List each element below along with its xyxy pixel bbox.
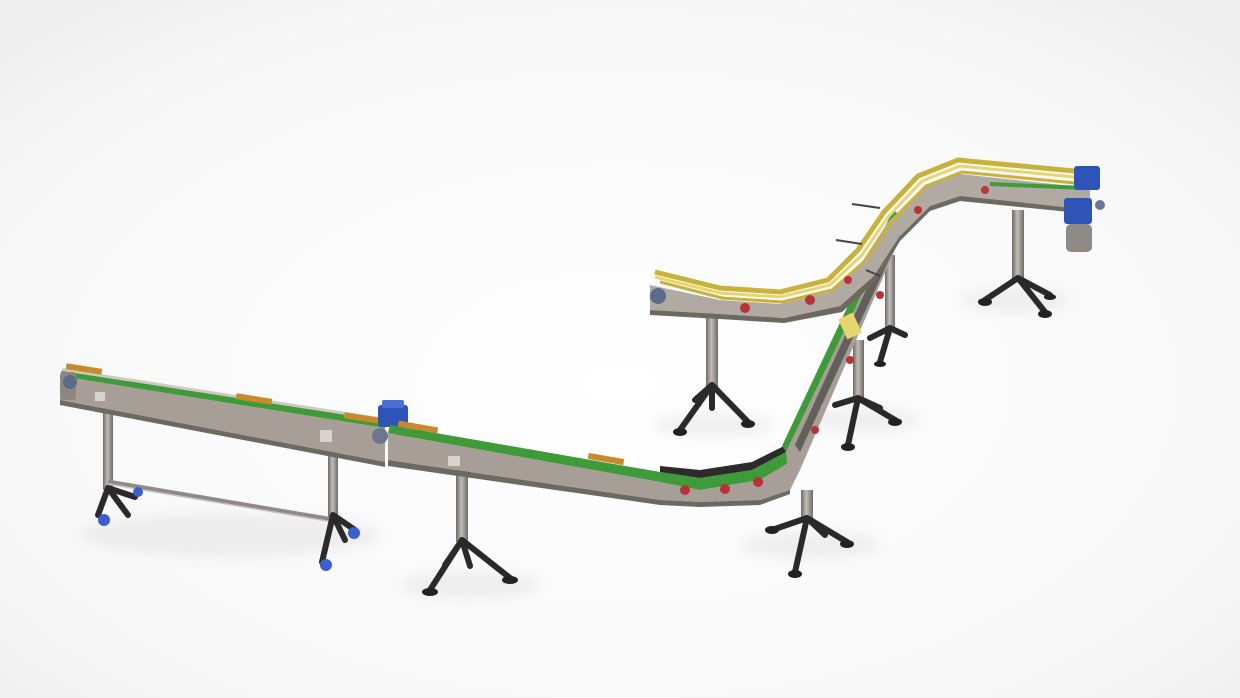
leg-stand-left [95, 395, 360, 571]
red-fastener [680, 485, 690, 495]
red-fastener [720, 484, 730, 494]
conveyor-upper-scurve [650, 157, 1090, 323]
red-fastener [846, 356, 854, 364]
roller-section [587, 452, 625, 466]
conveyor-long-section [388, 420, 790, 507]
red-fastener [753, 477, 763, 487]
red-fastener [805, 295, 815, 305]
red-fastener [981, 186, 989, 194]
caster-wheel [348, 527, 360, 539]
drive-unit-right [1064, 166, 1105, 252]
red-fastener [876, 291, 884, 299]
pedestal-stand [978, 210, 1056, 318]
red-fastener [811, 426, 819, 434]
pedestal-stand [673, 318, 755, 436]
end-sprocket [650, 288, 666, 304]
pedestal-stand [867, 255, 908, 367]
end-sprocket [63, 375, 77, 389]
red-fastener [844, 276, 852, 284]
pedestal-stand [422, 462, 518, 596]
caster-wheel [98, 514, 110, 526]
caster-wheel [320, 559, 332, 571]
red-fastener [914, 206, 922, 214]
support-legs [95, 210, 1056, 596]
roller-section [65, 363, 381, 424]
roller-section [397, 420, 439, 434]
caster-wheel [133, 487, 143, 497]
red-fastener [740, 303, 750, 313]
pedestal-stand [832, 340, 902, 451]
conveyor-lower-straight [60, 363, 385, 467]
pedestal-stand [765, 490, 854, 578]
